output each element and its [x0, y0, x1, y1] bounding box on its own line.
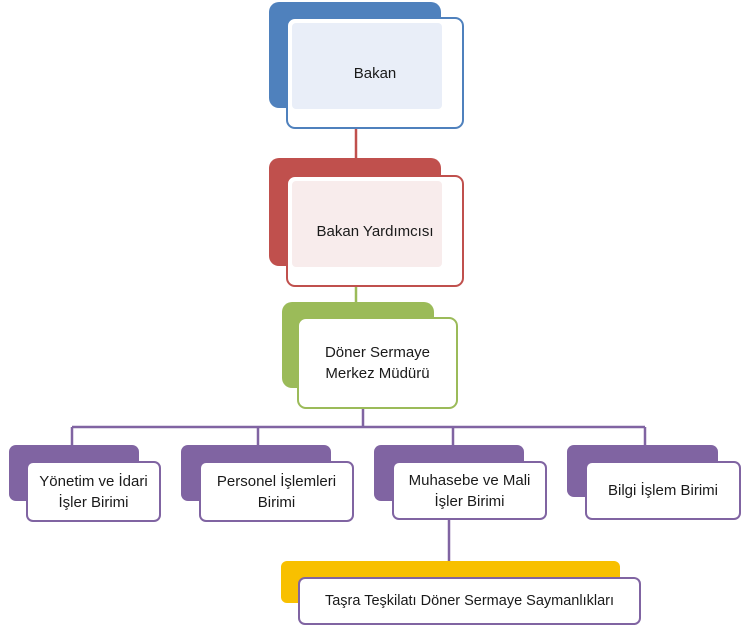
node-bilgi-islem-box: Bilgi İşlem Birimi	[585, 461, 741, 520]
node-bakan-yardimcisi-box: Bakan Yardımcısı	[286, 175, 464, 287]
node-doner-sermaye-mudur-label: Döner Sermaye Merkez Müdürü	[324, 344, 431, 382]
node-bilgi-islem-label: Bilgi İşlem Birimi	[607, 482, 718, 499]
node-bakan-label: Bakan	[353, 64, 397, 82]
node-personel-box: Personel İşlemleri Birimi	[199, 461, 354, 522]
node-bakan-box: Bakan	[286, 17, 464, 129]
node-tasra-box: Taşra Teşkilatı Döner Sermaye Saymanlıkl…	[298, 577, 641, 625]
node-bakan-yardimcisi-label: Bakan Yardımcısı	[316, 222, 434, 240]
node-muhasebe-mali-label: Muhasebe ve Mali İşler Birimi	[408, 471, 531, 510]
node-tasra-label: Taşra Teşkilatı Döner Sermaye Saymanlıkl…	[324, 592, 615, 609]
node-yonetim-idari-label: Yönetim ve İdari İşler Birimi	[39, 472, 148, 511]
node-personel-label: Personel İşlemleri Birimi	[216, 472, 337, 511]
node-yonetim-idari-box: Yönetim ve İdari İşler Birimi	[26, 461, 161, 522]
node-muhasebe-mali-box: Muhasebe ve Mali İşler Birimi	[392, 461, 547, 520]
node-doner-sermaye-mudur-box: Döner Sermaye Merkez Müdürü	[297, 317, 458, 409]
